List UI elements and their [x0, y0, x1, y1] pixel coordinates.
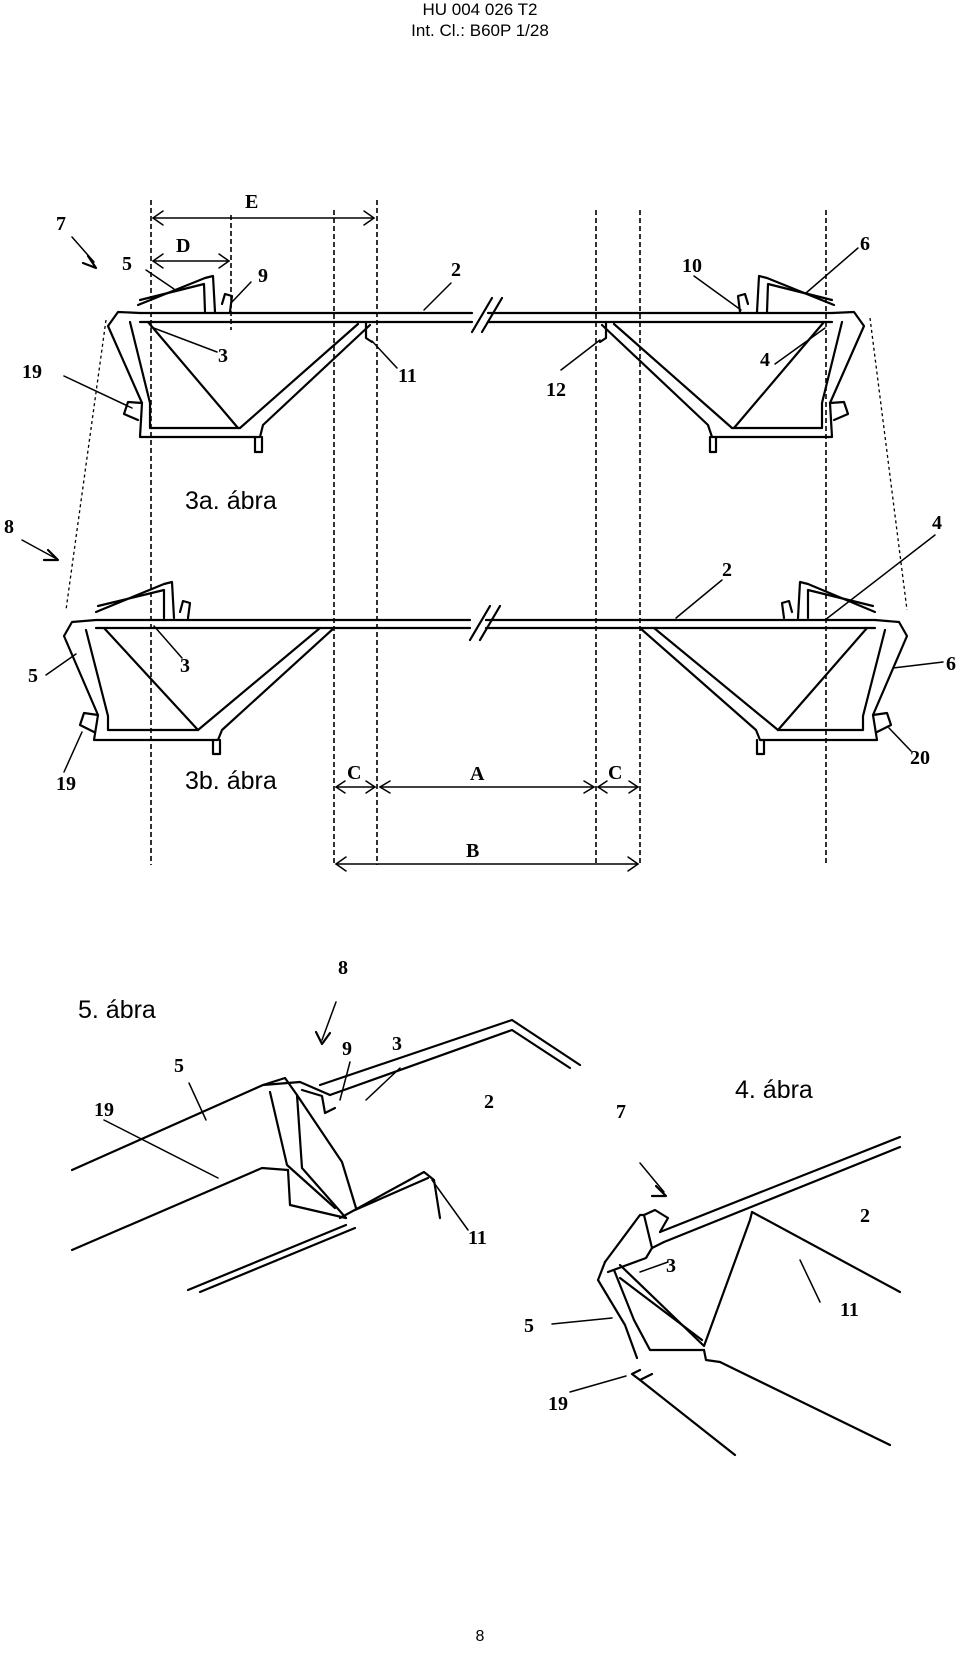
- ref-9: 9: [258, 265, 268, 287]
- ref-10: 10: [682, 255, 702, 277]
- caption-3a: 3a. ábra: [185, 487, 277, 515]
- ref-2: 2: [451, 259, 461, 281]
- figure-3a: [63, 210, 866, 454]
- ref-C1: C: [347, 762, 361, 784]
- ref-11c: 11: [468, 1227, 487, 1249]
- ref-D: D: [176, 235, 190, 257]
- ref-19c: 19: [94, 1099, 114, 1121]
- ref-8c: 8: [338, 957, 348, 979]
- ref-5d: 5: [524, 1315, 534, 1337]
- ref-5c: 5: [174, 1055, 184, 1077]
- ref-7: 7: [56, 213, 66, 235]
- ref-2c: 2: [484, 1091, 494, 1113]
- ref-4: 4: [760, 349, 770, 371]
- ref-19d: 19: [548, 1393, 568, 1415]
- ref-3: 3: [218, 345, 228, 367]
- ref-2d: 2: [860, 1205, 870, 1227]
- fig4-labels: 7 2 3 11 5 19: [524, 1101, 870, 1415]
- ref-19: 19: [22, 361, 42, 383]
- ref-4b: 4: [932, 512, 942, 534]
- figure-3b: [21, 534, 944, 872]
- ref-A: A: [470, 763, 485, 785]
- caption-3b: 3b. ábra: [185, 767, 277, 795]
- reference-lines: [65, 200, 908, 865]
- ref-6: 6: [860, 233, 870, 255]
- ref-5: 5: [122, 253, 132, 275]
- ref-12: 12: [546, 379, 566, 401]
- ref-11: 11: [398, 365, 417, 387]
- page-number: 8: [475, 1628, 485, 1645]
- ref-19b: 19: [56, 773, 76, 795]
- ref-2b: 2: [722, 559, 732, 581]
- ref-3c: 3: [392, 1033, 402, 1055]
- ref-C2: C: [608, 762, 622, 784]
- ref-E: E: [245, 191, 258, 213]
- ref-9c: 9: [342, 1038, 352, 1060]
- fig3a-labels: 7 5 D E 9 2 10 6 3 19 11 12 4: [22, 191, 870, 401]
- figure-4: [551, 1135, 902, 1457]
- ref-20: 20: [910, 747, 930, 769]
- figure-5: [70, 1001, 582, 1294]
- fig5-labels: 8 5 9 3 2 19 11: [94, 957, 494, 1249]
- ref-6b: 6: [946, 653, 956, 675]
- ref-8: 8: [4, 516, 14, 538]
- ref-3b: 3: [180, 655, 190, 677]
- caption-5: 5. ábra: [78, 996, 156, 1024]
- classification: Int. Cl.: B60P 1/28: [411, 21, 549, 40]
- ref-7d: 7: [616, 1101, 626, 1123]
- ref-3d: 3: [666, 1255, 676, 1277]
- patent-number: HU 004 026 T2: [422, 0, 538, 19]
- fig3b-labels: 8 4 2 5 3 6 19 20 C A C B: [4, 512, 956, 862]
- ref-11d: 11: [840, 1299, 859, 1321]
- caption-4: 4. ábra: [735, 1076, 813, 1104]
- ref-5b: 5: [28, 665, 38, 687]
- ref-B: B: [466, 840, 479, 862]
